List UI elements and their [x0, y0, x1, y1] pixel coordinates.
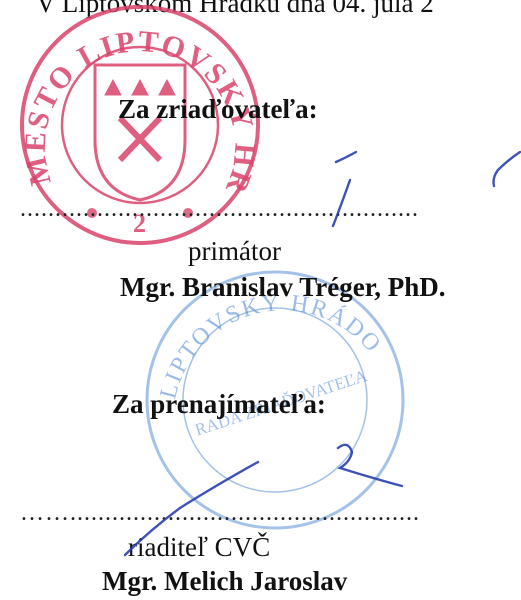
signature-landlord	[123, 443, 404, 557]
role-landlord: riaditeľ CVČ	[128, 532, 271, 562]
signatory-name-founder: Mgr. Branislav Tréger, PhD.	[120, 272, 446, 302]
section-heading-founder: Za zriaďovateľa:	[118, 94, 318, 124]
signature-line-founder: ........................................…	[20, 196, 419, 222]
signature-line-landlord: ……......................................…	[20, 500, 420, 526]
role-founder: primátor	[188, 236, 281, 266]
signatory-name-landlord: Mgr. Melich Jaroslav	[102, 566, 348, 596]
date-place-line: V Liptovskom Hrádku dňa 04. júla 2	[36, 0, 434, 18]
city-stamp-number: 2	[133, 209, 146, 238]
section-heading-landlord: Za prenajímateľa:	[112, 389, 326, 419]
signature-founder	[331, 150, 521, 228]
